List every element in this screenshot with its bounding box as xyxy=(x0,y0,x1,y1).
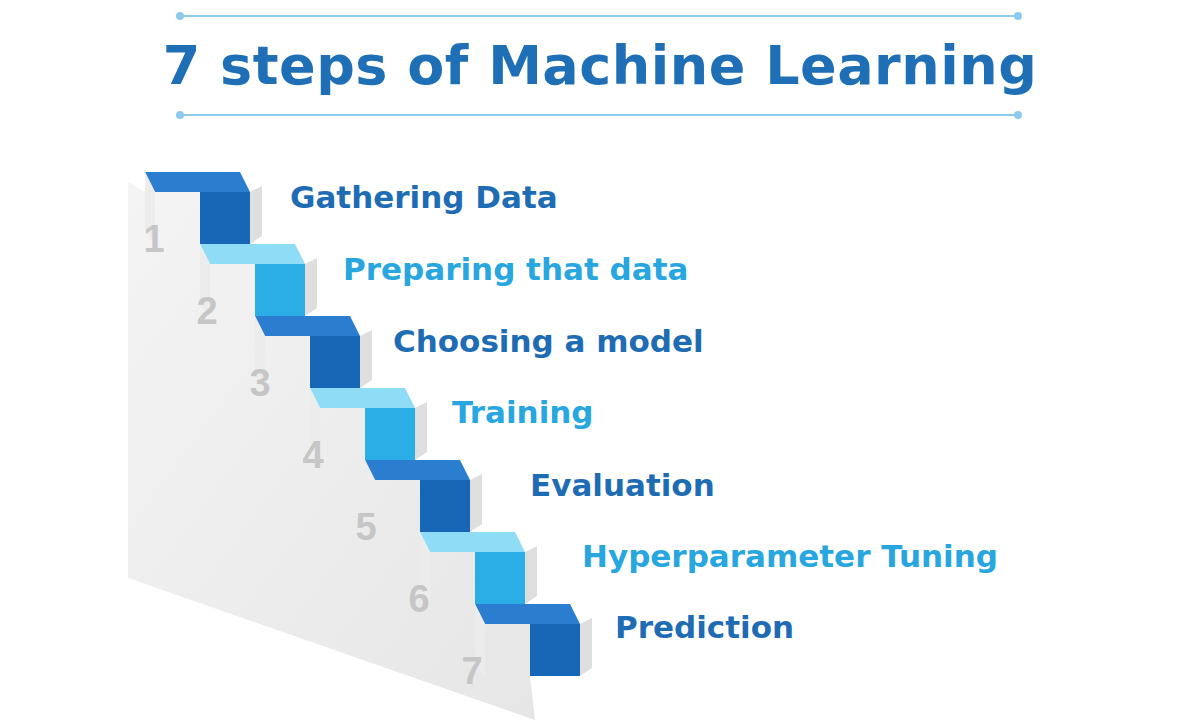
step-side xyxy=(525,546,537,604)
step-riser xyxy=(420,480,470,532)
step-label: Hyperparameter Tuning xyxy=(582,539,998,575)
step-tread xyxy=(200,244,305,264)
step-number: 3 xyxy=(249,362,270,406)
step-label: Evaluation xyxy=(530,468,715,504)
step-number: 2 xyxy=(196,290,217,334)
step-side xyxy=(415,402,427,460)
step-number: 7 xyxy=(461,650,482,694)
step-tread xyxy=(310,388,415,408)
step-side xyxy=(305,258,317,316)
step-tread xyxy=(475,604,580,624)
ground xyxy=(128,578,535,720)
step-tread xyxy=(365,460,470,480)
step-label: Training xyxy=(452,395,594,431)
step-side xyxy=(470,474,482,532)
step-number: 5 xyxy=(355,506,376,550)
diagram-title: 7 steps of Machine Learning xyxy=(163,35,1038,97)
step-riser xyxy=(255,264,305,316)
step-riser xyxy=(475,552,525,604)
step-riser xyxy=(530,624,580,676)
step-number: 6 xyxy=(408,578,429,622)
step-side xyxy=(360,330,372,388)
step-label: Gathering Data xyxy=(290,180,558,216)
step-label: Choosing a model xyxy=(393,324,704,360)
step-riser xyxy=(310,336,360,388)
step-tread xyxy=(145,172,250,192)
step-label: Prediction xyxy=(615,610,794,646)
step-riser xyxy=(365,408,415,460)
step-label: Preparing that data xyxy=(343,252,688,288)
step-tread xyxy=(255,316,360,336)
step-riser xyxy=(200,192,250,244)
step-side xyxy=(580,618,592,676)
step-tread xyxy=(420,532,525,552)
step-side xyxy=(250,186,262,244)
step-number: 1 xyxy=(143,218,164,262)
step-number: 4 xyxy=(302,434,323,478)
